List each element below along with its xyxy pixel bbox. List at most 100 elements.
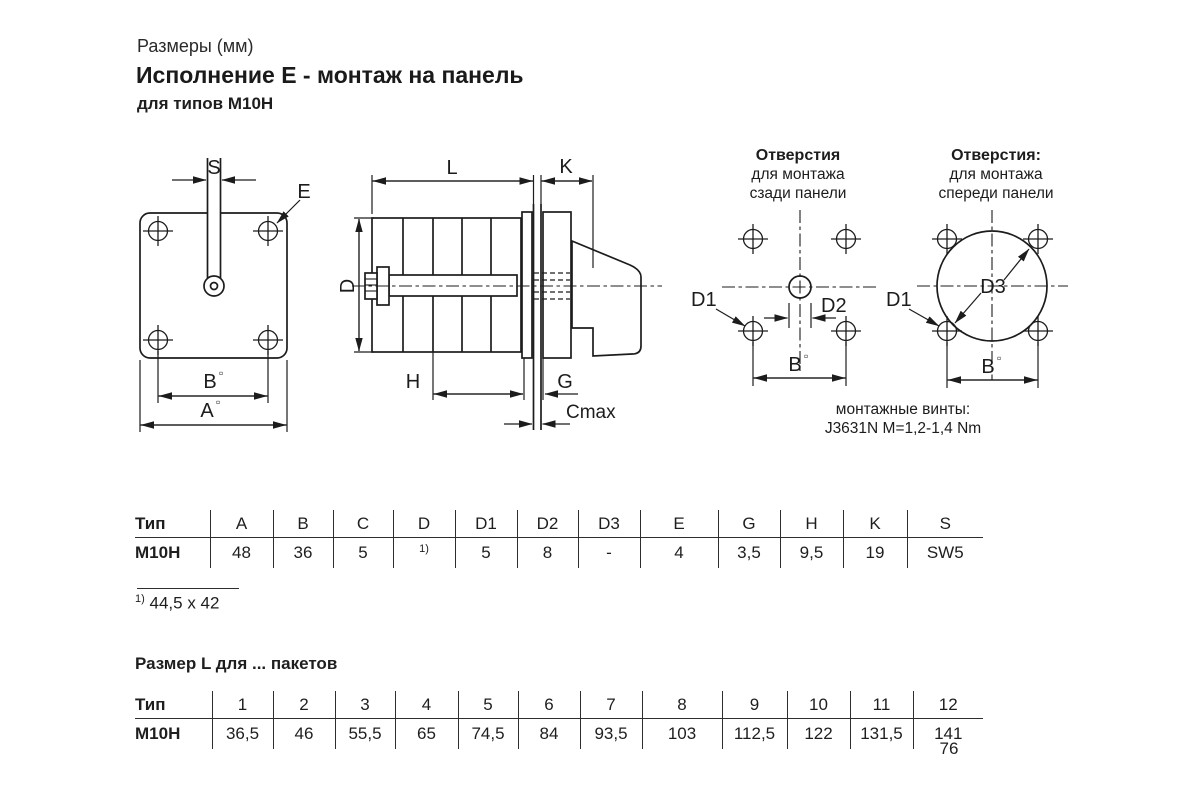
header-cell: 1 [211, 691, 273, 719]
header-cell: 3 [334, 691, 395, 719]
data-cell: 9,5 [779, 537, 843, 568]
data-cell: 36 [272, 537, 333, 568]
data-cell: 74,5 [457, 718, 518, 749]
front-view-drawing [139, 158, 301, 432]
header-cell: Тип [135, 510, 210, 538]
header-cell: G [717, 510, 780, 538]
front-holes-drawing [908, 210, 1068, 388]
dim-label-b-square: ▫ [219, 366, 223, 380]
header-cell: 2 [272, 691, 335, 719]
front-holes-sub2: спереди панели [938, 185, 1053, 202]
data-cell: SW5 [906, 537, 983, 568]
screws-note-line1: монтажные винты: [836, 401, 970, 418]
header-cell: A [209, 510, 273, 538]
rear-holes-sub2: сзади панели [750, 185, 847, 202]
page-subheading: для типов M10H [137, 94, 274, 113]
dim-label-l: L [446, 157, 457, 179]
footnote-divider [137, 588, 239, 589]
header-cell: D2 [516, 510, 578, 538]
dim-label-cmax: Cmax [566, 402, 616, 423]
front-holes-title: Отверстия: [951, 147, 1041, 164]
dim-label-a: A [200, 400, 214, 422]
page-number: 76 [939, 739, 959, 758]
dim-label-e: E [297, 181, 310, 203]
technical-drawing: S E B ▫ A ▫ [139, 147, 1068, 437]
header-cell: Тип [135, 691, 212, 719]
data-cell: M10H [135, 724, 181, 743]
data-cell: 46 [272, 718, 335, 749]
dim-label-b-rear-square: ▫ [804, 349, 808, 363]
data-cell: 93,5 [579, 718, 642, 749]
data-cell: 103 [641, 718, 722, 749]
side-view-drawing [352, 175, 662, 430]
front-holes-sub1: для монтажа [949, 166, 1043, 183]
dim-label-a-square: ▫ [216, 395, 220, 409]
dim-label-h: H [406, 371, 420, 393]
header-cell: 4 [394, 691, 458, 719]
dim-label-b-front-square: ▫ [997, 351, 1001, 365]
dim-label-g: G [557, 371, 573, 393]
header-cell: D3 [577, 510, 640, 538]
data-cell: 112,5 [721, 718, 787, 749]
dim-label-s: S [207, 157, 220, 179]
header-cell: C [332, 510, 393, 538]
header-cell: 6 [517, 691, 580, 719]
data-cell: 19 [842, 537, 907, 568]
header-cell: E [639, 510, 718, 538]
header-cell: 10 [786, 691, 850, 719]
data-cell: 1) [392, 537, 455, 568]
footnote-marker: 1) [135, 593, 145, 605]
data-cell: 5 [332, 537, 393, 568]
dim-label-b: B [203, 371, 216, 393]
header-cell: 5 [457, 691, 518, 719]
data-cell: 141 [912, 718, 983, 749]
header-cell: 8 [641, 691, 722, 719]
header-cell: D [392, 510, 455, 538]
header-cell: 7 [579, 691, 642, 719]
header-cell: D1 [454, 510, 517, 538]
dim-label-d3: D3 [980, 276, 1006, 298]
dim-label-d: D [337, 279, 359, 293]
rear-holes-sub1: для монтажа [751, 166, 845, 183]
dimensions-unit-label: Размеры (мм) [137, 36, 254, 56]
dim-label-d2: D2 [821, 295, 847, 317]
dim-label-d1-rear: D1 [691, 289, 717, 311]
header-cell: H [779, 510, 843, 538]
data-cell: 48 [209, 537, 273, 568]
data-cell: 122 [786, 718, 850, 749]
data-cell: 55,5 [334, 718, 395, 749]
dim-label-k: K [559, 156, 573, 178]
data-cell: 65 [394, 718, 458, 749]
footnote-text: 44,5 x 42 [149, 593, 220, 613]
dim-label-b-front: B [981, 356, 994, 378]
header-cell: 11 [849, 691, 913, 719]
footnote: 1) 44,5 x 42 [135, 593, 219, 614]
packets-heading: Размер L для ... пакетов [135, 654, 338, 673]
rear-holes-drawing [715, 210, 877, 386]
rear-holes-title: Отверстия [756, 147, 840, 164]
data-cell: 36,5 [211, 718, 273, 749]
data-cell: 131,5 [849, 718, 913, 749]
data-cell: 3,5 [717, 537, 780, 568]
dim-label-d1-front: D1 [886, 289, 912, 311]
data-cell: 84 [517, 718, 580, 749]
page-title: Исполнение E - монтаж на панель [136, 62, 524, 88]
data-cell: 8 [516, 537, 578, 568]
header-cell: S [906, 510, 983, 538]
header-cell: B [272, 510, 333, 538]
data-cell: M10H [135, 543, 181, 562]
dim-label-b-rear: B [788, 354, 801, 376]
data-cell: 4 [639, 537, 718, 568]
header-cell: 9 [721, 691, 787, 719]
data-cell: - [577, 537, 640, 568]
header-cell: K [842, 510, 907, 538]
data-cell: 5 [454, 537, 517, 568]
screws-note-line2: J3631N M=1,2-1,4 Nm [825, 420, 981, 437]
